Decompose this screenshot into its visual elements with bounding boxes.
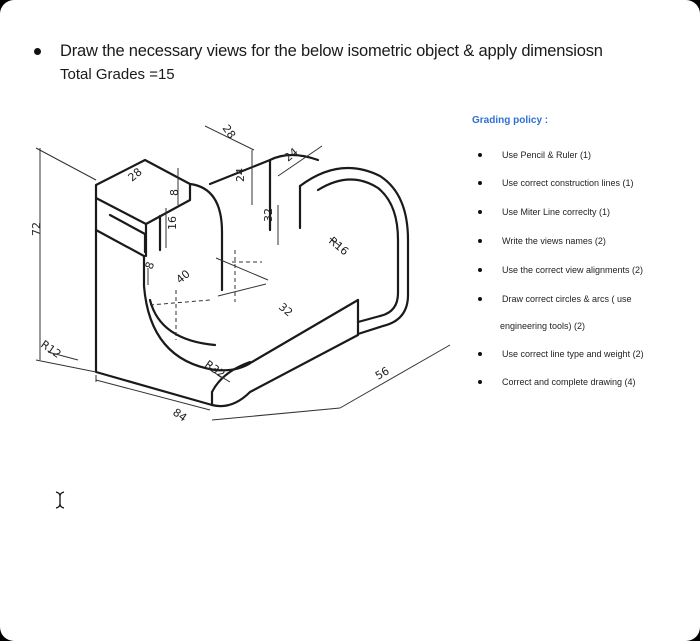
bullet-icon <box>478 380 482 384</box>
instruction-text: Draw the necessary views for the below i… <box>60 42 603 60</box>
dim-24-top: 24 <box>282 145 301 164</box>
policy-item-label: Draw correct circles & arcs ( use <box>502 294 632 304</box>
dim-24-side: 24 <box>234 168 247 182</box>
policy-item-label: Use Pencil & Ruler (1) <box>502 150 592 160</box>
policy-item-continuation: engineering tools) (2) <box>500 321 586 331</box>
dim-32-vertical: 32 <box>262 208 275 222</box>
text-cursor-icon <box>55 491 65 509</box>
bullet-icon <box>478 181 482 185</box>
policy-item-label: Use the correct view alignments (2) <box>502 265 644 275</box>
policy-item-label: Use correct line type and weight (2) <box>502 349 644 359</box>
dim-r16: R16 <box>326 234 351 258</box>
grading-policy-heading: Grading policy : <box>472 115 549 126</box>
dim-56: 56 <box>373 364 392 382</box>
dim-8-b: 8 <box>143 260 158 271</box>
dim-32-diagonal: 32 <box>276 300 295 319</box>
bullet-icon <box>478 210 482 214</box>
dim-8-a: 8 <box>168 189 181 196</box>
dim-84: 84 <box>170 406 189 425</box>
bullet-icon <box>478 153 482 157</box>
dim-40: 40 <box>174 267 193 286</box>
dim-r12: R12 <box>38 338 63 361</box>
bullet-icon <box>478 297 482 301</box>
bullet-icon <box>34 48 41 55</box>
dim-16: 16 <box>166 216 179 230</box>
policy-item-label: Use Miter Line correclty (1) <box>502 207 611 217</box>
policy-item-label: Correct and complete drawing (4) <box>502 377 636 387</box>
policy-item-label: Use correct construction lines (1) <box>502 178 634 188</box>
dim-28-top: 28 <box>220 122 239 141</box>
dim-72: 72 <box>30 222 43 236</box>
bullet-icon <box>478 268 482 272</box>
total-grades: Total Grades =15 <box>60 66 175 83</box>
policy-item-label: Write the views names (2) <box>502 236 606 246</box>
bullet-icon <box>478 239 482 243</box>
bullet-icon <box>478 352 482 356</box>
